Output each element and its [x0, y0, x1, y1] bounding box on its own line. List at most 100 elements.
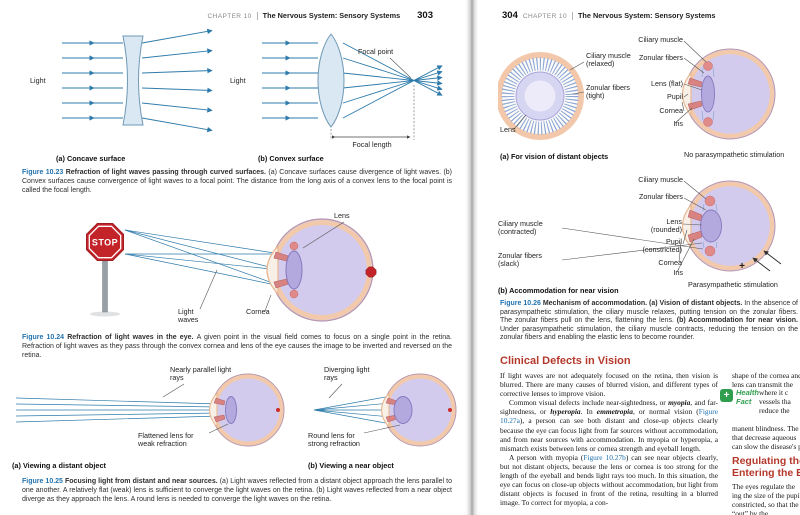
label-cornea-b: Cornea — [658, 258, 682, 267]
label-ciliary-muscle-b: Ciliary muscle — [638, 175, 683, 184]
flat-lens — [701, 75, 715, 113]
stop-sign-text: STOP — [92, 238, 118, 248]
label-zonular-fibers-tight: Zonular fibers (tight) — [586, 83, 630, 101]
leader-lines-26a — [513, 40, 707, 130]
eye-side-view — [681, 48, 776, 140]
health-word: Health — [736, 388, 759, 397]
figure-10-23-artwork: Light Light Focal point Focal length (a)… — [22, 28, 452, 166]
paragraph-2: Common visual defects include near-sight… — [500, 398, 718, 453]
figure-10-25-artwork: Nearly parallel light rays Flattened len… — [12, 364, 460, 474]
figure-10-24-svg: STOP — [86, 218, 377, 322]
header-divider — [256, 11, 258, 20]
page-number: 304 — [502, 10, 518, 21]
leader-lines-26b — [561, 180, 707, 273]
convex-lens-shape — [317, 33, 345, 128]
body-column-1: If light waves are not adequately focuse… — [500, 371, 718, 515]
label-lens-front: Lens — [500, 125, 516, 134]
label-zonular-fibers: Zonular fibers — [639, 53, 683, 62]
label-cornea: Cornea — [246, 307, 270, 316]
label-leader-lines-25 — [162, 383, 401, 434]
figure-10-23-caption: Figure 10.23 Refraction of light waves p… — [22, 169, 453, 194]
column2-line: ing the size of the pupil — [732, 491, 800, 500]
subfigure-b-accommodation: (b) Accommodation for near vision — [498, 286, 619, 295]
figure-10-25-caption: Figure 10.25 Focusing light from distant… — [22, 478, 452, 503]
label-ciliary-muscle-contracted: Ciliary muscle (contracted) — [498, 219, 543, 237]
health-fact-icon: + — [720, 389, 733, 402]
label-pupil: Pupil — [667, 92, 683, 101]
label-iris-b: Iris — [673, 268, 683, 277]
chapter-label: CHAPTER 10 — [207, 13, 252, 20]
column2-line: constricted, so that the — [732, 500, 799, 509]
label-light-a: Light — [30, 76, 46, 85]
column2-line: where it c — [759, 388, 789, 397]
column2-line: vessels tha — [759, 397, 791, 406]
convex-converging-rays — [342, 42, 443, 119]
label-zonular-fibers-b: Zonular fibers — [639, 192, 683, 201]
rounded-lens — [700, 209, 722, 243]
subfigure-b-near: (b) Viewing a near object — [308, 461, 394, 470]
figure-10-26a-artwork: Ciliary muscle (relaxed) Zonular fibers … — [498, 30, 798, 164]
label-pupil-constricted: Pupil (constricted) — [642, 237, 682, 255]
label-light-waves: Light waves — [178, 307, 199, 325]
section-heading-regulating-light: Regulating the — [732, 455, 800, 467]
subfigure-b-convex: (b) Convex surface — [258, 154, 324, 163]
page-303: CHAPTER 10 The Nervous System: Sensory S… — [12, 10, 460, 503]
label-parasympathetic: Parasympathetic stimulation — [688, 280, 778, 289]
column2-line: The eyes regulate the — [732, 482, 795, 491]
subfigure-a-distant-vision: (a) For vision of distant objects — [500, 152, 609, 161]
label-ciliary-muscle-relaxed: Ciliary muscle (relaxed) — [586, 51, 631, 69]
label-light-b: Light — [230, 76, 246, 85]
subfigure-a-concave: (a) Concave surface — [56, 154, 126, 163]
subfigure-a-distant: (a) Viewing a distant object — [12, 461, 106, 470]
column2-line: can slow the disease's p — [732, 442, 800, 451]
label-lens: Lens — [334, 211, 350, 220]
lens-shape — [285, 250, 303, 290]
figure-10-24-artwork: STOP Lens — [22, 208, 452, 330]
page-number: 303 — [417, 10, 433, 21]
figure-10-25-svg — [15, 373, 457, 447]
stop-sign: STOP — [86, 223, 124, 317]
eye-side-view-accommodated — [681, 180, 776, 272]
column2-line: shape of the cornea and — [732, 371, 800, 380]
column2-line: reduce the — [759, 406, 790, 415]
eye-distant — [208, 373, 285, 447]
label-focal-point: Focal point — [358, 47, 394, 56]
concave-diverging-rays — [141, 28, 213, 133]
figure-10-24-caption: Figure 10.24 Refraction of light waves i… — [22, 334, 453, 359]
lens-front-view — [498, 52, 584, 140]
figure-10-26-caption: Figure 10.26 Mechanism of accommodation.… — [500, 300, 799, 342]
eye-near — [380, 373, 457, 447]
plus-sign: + — [739, 261, 745, 272]
column2-line: that decrease aqueous — [732, 433, 797, 442]
section-heading-regulating-light-2: Entering the Eye — [732, 467, 800, 479]
label-lens-rounded: Lens (rounded) — [650, 217, 682, 235]
label-no-parasympathetic: No parasympathetic stimulation — [684, 150, 785, 159]
chapter-label: CHAPTER 10 — [522, 13, 567, 20]
label-focal-length: Focal length — [352, 140, 392, 149]
label-zonular-fibers-slack: Zonular fibers (slack) — [498, 251, 542, 269]
label-ciliary-muscle: Ciliary muscle — [638, 35, 683, 44]
eye-diagram — [266, 218, 377, 322]
figure-10-26b-svg: + — [561, 180, 782, 273]
label-round-lens: Round lens for strong refraction — [308, 431, 360, 449]
health-fact-label: Health Fact — [736, 388, 759, 406]
column2-line: “out” by the — [732, 509, 769, 515]
concave-incoming-rays — [62, 40, 123, 121]
label-nearly-parallel-rays: Nearly parallel light rays — [170, 365, 232, 383]
chapter-title: The Nervous System: Sensory Systems — [262, 11, 401, 20]
page-304: 304 CHAPTER 10 The Nervous System: Senso… — [478, 0, 800, 515]
label-diverging-rays: Diverging light rays — [324, 365, 370, 383]
figure-10-26a-svg — [498, 40, 776, 140]
inverted-stop-image — [365, 266, 377, 278]
label-flattened-lens: Flattened lens for weak refraction — [138, 431, 194, 449]
health-fact-badge: + Health Fact — [720, 388, 759, 406]
label-leader-lines — [199, 221, 345, 312]
body-column-2: shape of the cornea and lens can transmi… — [720, 371, 800, 515]
flat-lens-shape — [225, 396, 237, 424]
column2-line: manent blindness. The — [732, 424, 799, 433]
fact-word: Fact — [736, 396, 752, 406]
parasympathetic-arrows — [752, 250, 782, 272]
section-heading-clinical-defects: Clinical Defects in Vision — [500, 355, 631, 367]
focal-length-measure — [330, 57, 415, 140]
